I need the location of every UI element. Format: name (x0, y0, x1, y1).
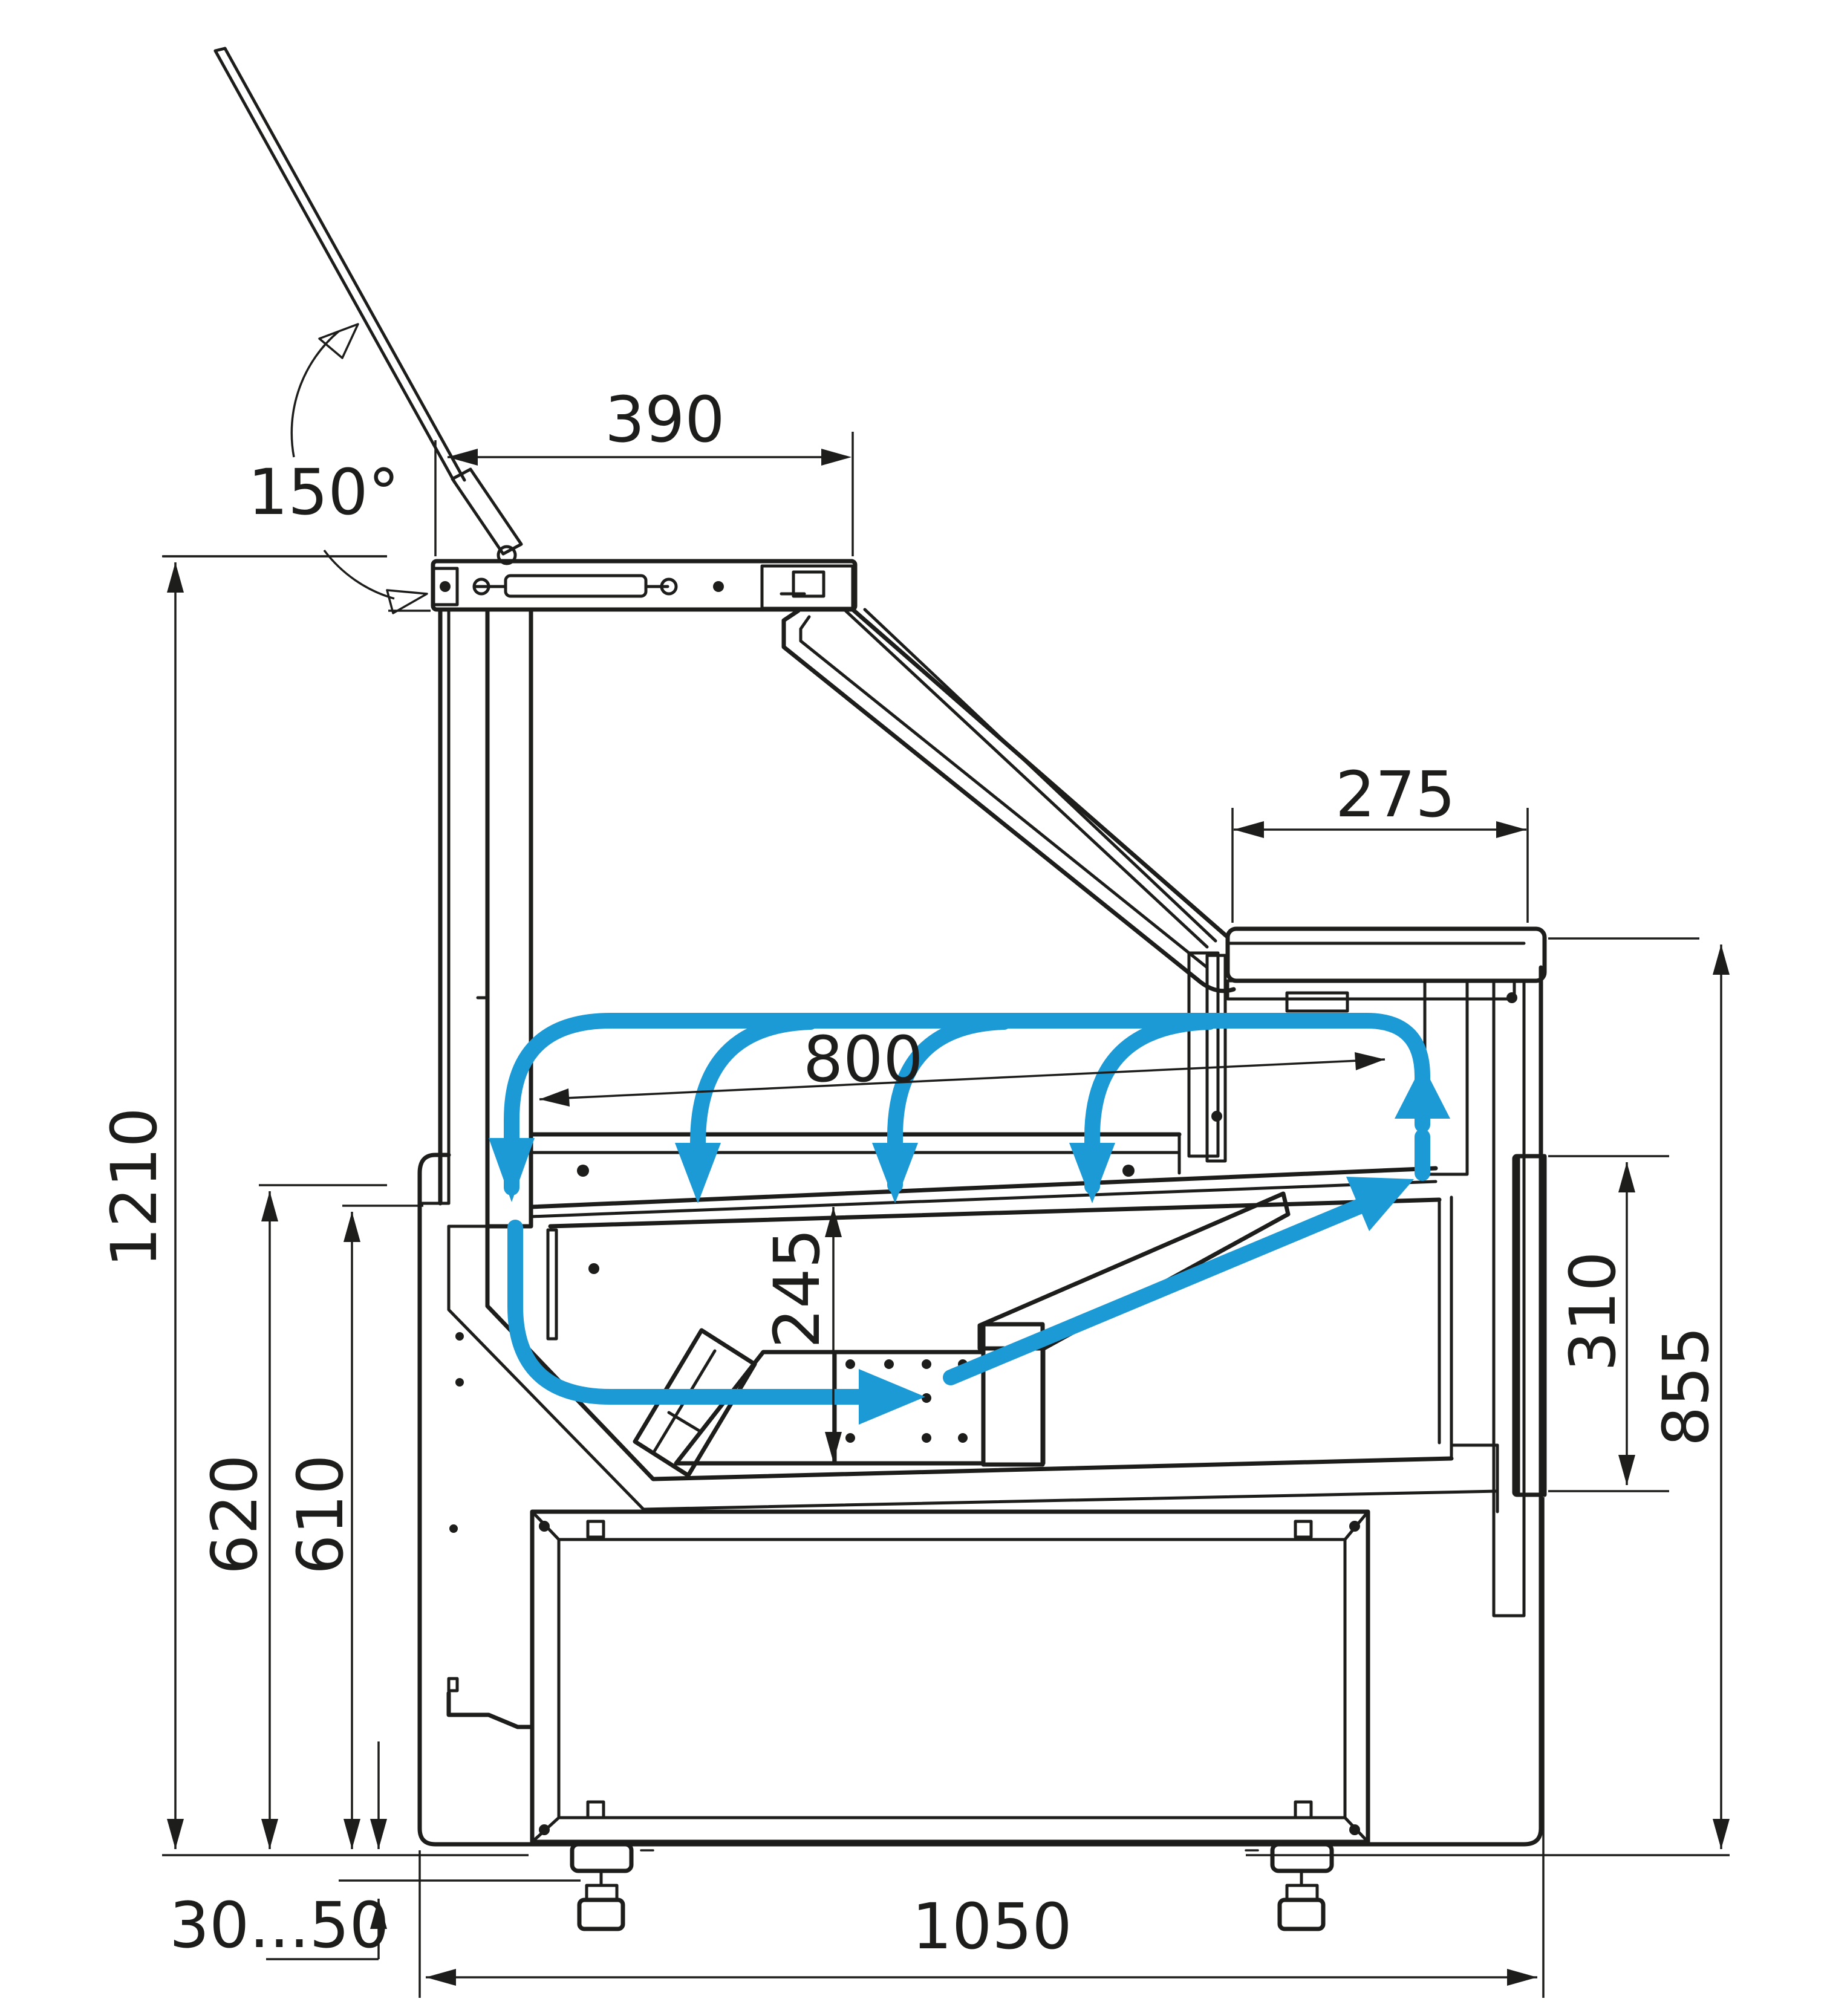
top-canopy (431, 559, 858, 612)
dim-245-label: 245 (760, 1228, 834, 1348)
dim-620: 620 (198, 1184, 387, 1849)
dim-1210-label: 1210 (97, 1107, 171, 1267)
dim-30-50-label: 30...50 (169, 1888, 389, 1962)
rear-top-shelf (1225, 926, 1547, 1618)
dim-275-label: 275 (1335, 758, 1456, 831)
adjustable-foot-rear (1270, 1842, 1334, 1931)
front-glass (781, 607, 1236, 993)
dim-610-label: 610 (284, 1454, 357, 1575)
dim-800: 800 (539, 1023, 1386, 1107)
open-lid-glass (213, 47, 523, 565)
dim-1210: 1210 (97, 555, 529, 1856)
angle-label: 150° (248, 455, 400, 529)
inner-baffle (977, 1191, 1291, 1467)
dim-800-label: 800 (803, 1023, 923, 1096)
glass-support-bracket (1187, 951, 1227, 1163)
display-tray (529, 1132, 1438, 1218)
lower-compartment (446, 1509, 1370, 1844)
dim-620-label: 620 (198, 1454, 272, 1575)
dim-1050-label: 1050 (912, 1890, 1072, 1963)
adjustable-foot-front (570, 1842, 634, 1931)
dim-275: 275 (1231, 758, 1529, 923)
dim-390: 390 (434, 383, 854, 556)
dim-1050: 1050 (418, 1497, 1730, 1998)
dim-855-label: 855 (1649, 1326, 1723, 1446)
dim-855: 855 (1548, 937, 1730, 1849)
dim-310: 310 (1548, 1155, 1669, 1492)
dim-390-label: 390 (605, 383, 725, 457)
airflow-curtain (489, 1013, 1450, 1425)
dim-610: 610 (284, 1205, 423, 1849)
dim-310-label: 310 (1556, 1251, 1630, 1371)
dim-245: 245 (760, 1207, 842, 1462)
cabinet-body (417, 965, 1547, 1847)
dim-30-50: 30...50 (169, 1741, 581, 1962)
